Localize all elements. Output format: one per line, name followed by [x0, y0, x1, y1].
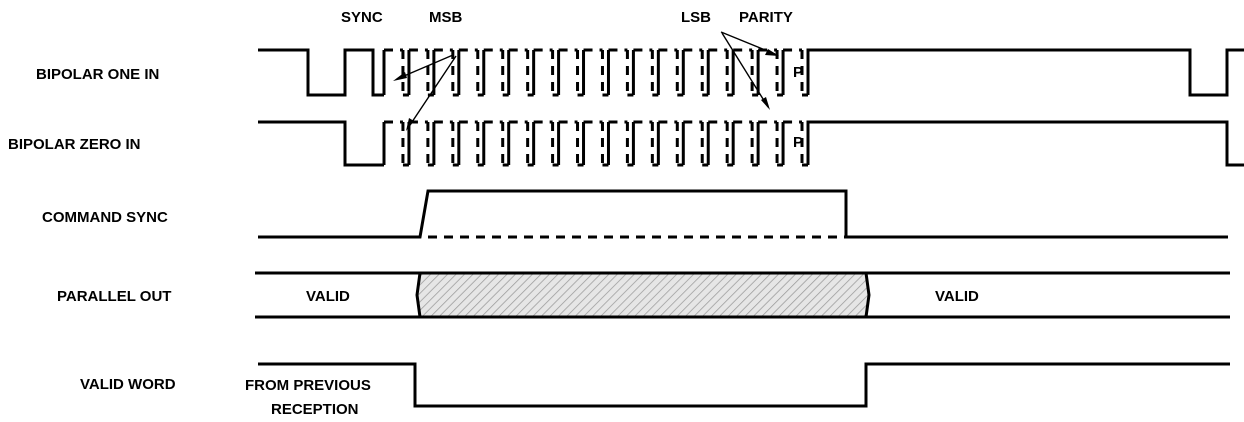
parallel-out-valid-after: VALID: [935, 288, 979, 305]
command-sync-waveform: [258, 189, 1228, 239]
one-in-idle-high: [806, 48, 1244, 97]
command-sync-pulse: [258, 189, 1228, 239]
label-command-sync: COMMAND SYNC: [42, 209, 168, 226]
parallel-out-bus: VALID VALID: [255, 271, 1230, 319]
callout-arrows: [393, 31, 779, 131]
one-in-sync-pulse: [258, 48, 384, 97]
lsb-arrowhead-1: [765, 49, 779, 56]
callout-msb: MSB: [429, 9, 463, 26]
bipolar-one-in-waveform: P: [258, 48, 1244, 97]
callout-parity: PARITY: [739, 9, 793, 26]
one-in-parity-marker: P: [793, 64, 803, 81]
valid-word-signal: [258, 362, 1230, 408]
valid-word-waveform: FROM PREVIOUS RECEPTION: [245, 362, 1230, 418]
parallel-out-valid-before: VALID: [306, 288, 350, 305]
callout-lsb: LSB: [681, 9, 711, 26]
msb-arrow-to-zero-in: [407, 55, 457, 129]
parallel-out-transition-right: [864, 272, 871, 318]
callout-sync: SYNC: [341, 9, 383, 26]
label-bipolar-one-in: BIPOLAR ONE IN: [36, 66, 159, 83]
label-parallel-out: PARALLEL OUT: [57, 288, 171, 305]
zero-in-sync-pulse: [258, 120, 384, 167]
zero-in-idle-high: [806, 120, 1244, 167]
one-in-data-bits: [382, 48, 808, 97]
lsb-arrowhead-2: [761, 97, 770, 110]
bipolar-zero-in-waveform: P: [258, 120, 1244, 167]
msb-arrow-to-one-in: [396, 54, 454, 80]
parallel-out-transition-left: [415, 272, 422, 318]
zero-in-parity-marker: P: [793, 134, 803, 151]
parallel-out-invalid-region: [417, 273, 869, 317]
msb-arrowhead-1: [393, 72, 407, 81]
lsb-arrow-to-bit: [721, 32, 769, 108]
zero-in-data-bits: [382, 120, 808, 167]
valid-word-note-line2: RECEPTION: [271, 401, 359, 418]
label-bipolar-zero-in: BIPOLAR ZERO IN: [8, 136, 141, 153]
valid-word-note-line1: FROM PREVIOUS: [245, 377, 371, 394]
label-valid-word: VALID WORD: [80, 376, 176, 393]
